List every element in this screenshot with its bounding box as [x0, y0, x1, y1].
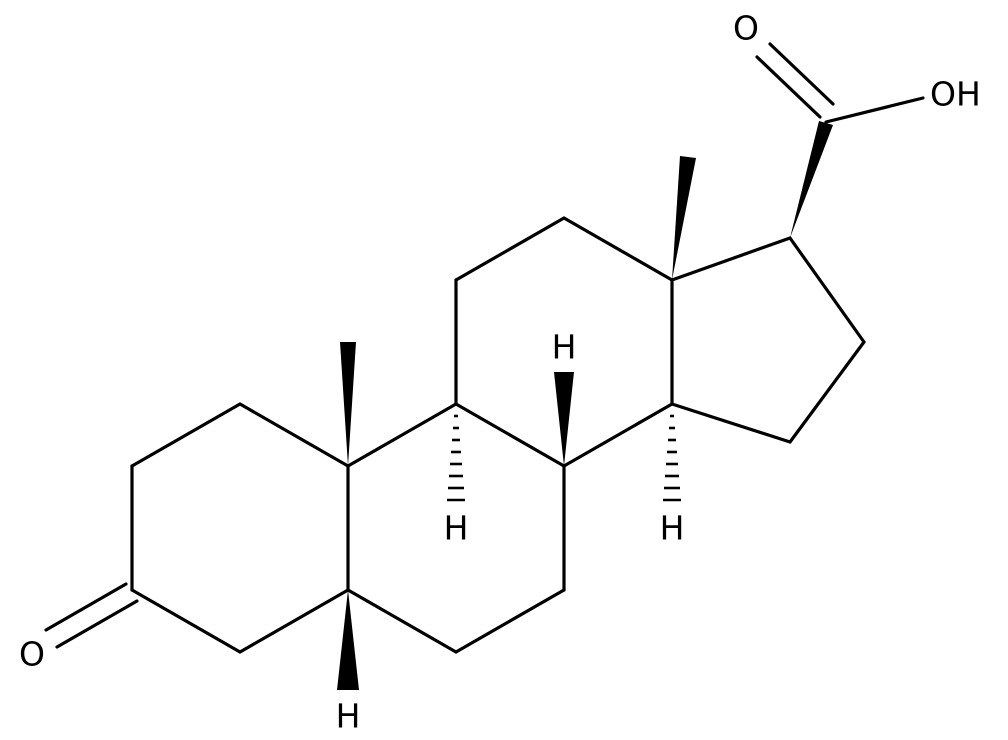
label-h-c5: H: [336, 697, 361, 736]
bond-c11-c12: [454, 216, 566, 282]
ring-b: [346, 402, 566, 654]
ring-c: [454, 216, 674, 468]
bond-c14-c8: [562, 402, 674, 468]
bond-c20-o-a: [755, 55, 822, 119]
label-h-c14: H: [660, 509, 685, 548]
label-carboxyl-hydroxyl: OH: [930, 75, 981, 114]
label-h-c8: H: [552, 328, 577, 367]
wedge-c13-methyl: [672, 156, 696, 280]
wedge-c8-h: [554, 372, 574, 466]
bond-c15-c14: [670, 402, 792, 444]
bond-c20-o-b: [768, 42, 835, 106]
bond-c3-c4: [130, 588, 242, 654]
bond-c3-o-b: [55, 599, 139, 649]
wedge-c10-methyl: [340, 342, 356, 466]
wedge-c5-h: [337, 590, 359, 690]
bond-c10-c1: [238, 402, 350, 468]
label-h-c9: H: [444, 509, 469, 548]
bond-c7-c6: [454, 588, 566, 654]
bond-c1-c2: [130, 402, 242, 468]
wedge-c17-c20: [790, 121, 833, 238]
carboxylic-acid: [755, 42, 925, 238]
bond-c9-c8: [454, 402, 566, 468]
bond-c3-o-a: [44, 582, 128, 632]
ring-a: [130, 402, 350, 654]
label-ketone-oxygen: O: [19, 635, 45, 674]
bond-c6-c5: [346, 588, 458, 654]
label-carboxyl-carbonyl-oxygen: O: [733, 9, 759, 48]
ring-d: [670, 236, 866, 444]
bond-c4-c5: [238, 588, 350, 654]
ketone-double-bond: [44, 582, 139, 649]
bond-c20-oh: [824, 96, 925, 124]
bond-c13-c17: [670, 236, 792, 282]
hash-c9-h: [447, 414, 465, 502]
hash-c14-h: [663, 414, 681, 502]
bond-c10-c9: [346, 402, 458, 468]
bond-c16-c15: [788, 340, 866, 444]
bond-c12-c13: [562, 216, 674, 282]
bond-c17-c16: [788, 236, 866, 344]
